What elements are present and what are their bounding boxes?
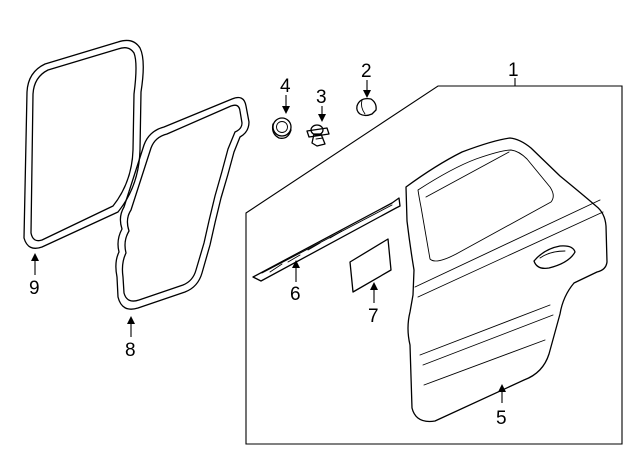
part-6-molding [252,197,401,282]
callout-1: 1 [508,60,519,81]
part-7-pad [349,238,392,293]
part-9-weatherstrip [23,39,144,249]
callout-4: 4 [280,76,291,97]
part-3-clip [306,124,330,147]
callout-2: 2 [361,61,372,82]
part-8-weatherstrip [115,96,250,310]
assembly-frame [245,85,623,445]
callout-5: 5 [496,408,507,429]
part-2-bumper [356,98,377,117]
callout-9: 9 [29,278,40,299]
callout-8: 8 [125,340,136,361]
leader-lines [31,78,516,403]
callout-6: 6 [290,284,301,305]
part-5-door-shell [405,137,608,423]
part-4-grommet [271,117,292,139]
callout-3: 3 [316,87,327,108]
callout-7: 7 [368,306,379,327]
